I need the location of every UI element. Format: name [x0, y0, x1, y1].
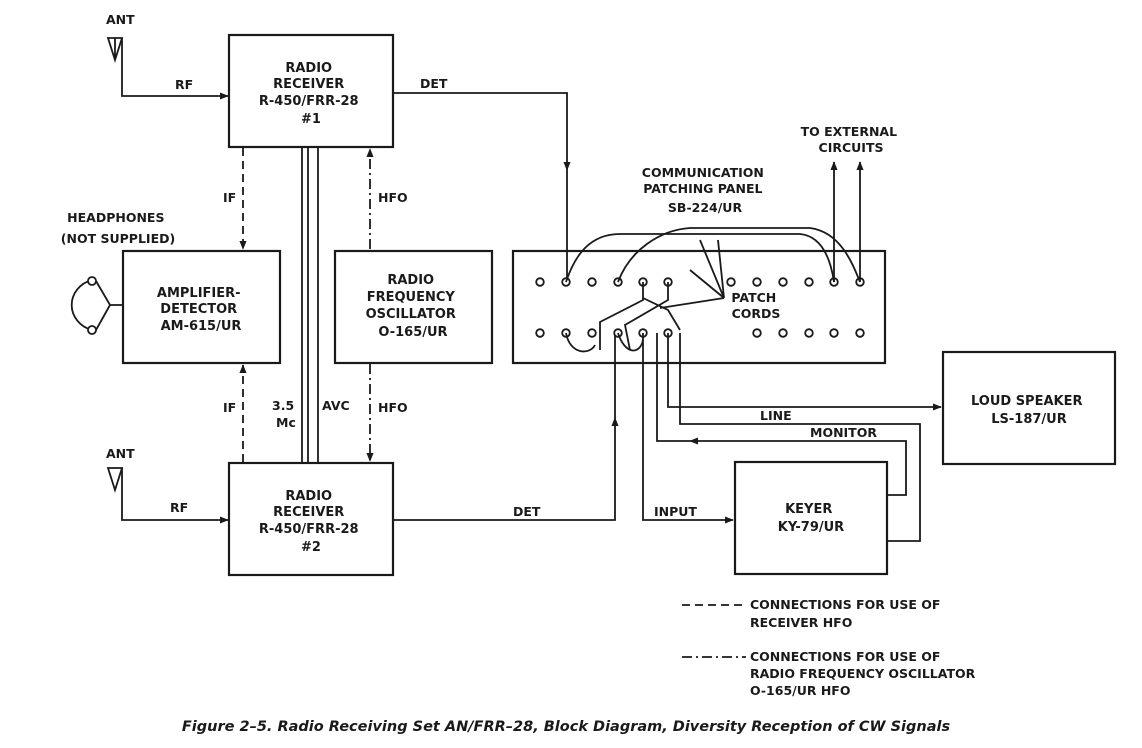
patch-jacks-bottom-row	[535, 328, 865, 338]
receiver-1-label: RADIO RECEIVER R-450/FRR-28 #1	[259, 61, 363, 127]
patch-jack[interactable]	[778, 328, 788, 338]
patching-panel-label: COMMUNICATION PATCHING PANEL SB-224/UR	[642, 165, 768, 215]
monitor-wire-rise	[656, 333, 690, 442]
avc-label: AVC	[322, 398, 350, 413]
oscillator-label: RADIO FREQUENCY OSCILLATOR O-165/UR	[366, 273, 461, 340]
keyer-loop-wire	[679, 333, 921, 542]
patch-jack[interactable]	[778, 277, 788, 287]
patch-jack[interactable]	[535, 328, 545, 338]
patch-jack[interactable]	[855, 328, 865, 338]
input-label: INPUT	[654, 504, 697, 519]
patch-jack[interactable]	[804, 277, 814, 287]
patch-jack[interactable]	[535, 277, 545, 287]
keyer-label: KEYER KY-79/UR	[778, 502, 844, 535]
figure-caption: Figure 2–5. Radio Receiving Set AN/FRR–2…	[182, 719, 951, 735]
receiver-1-block	[227, 33, 395, 149]
amplifier-detector-label: AMPLIFIER- DETECTOR AM-615/UR	[157, 286, 245, 334]
amplifier-detector-block	[121, 249, 282, 365]
patch-cords-pointer	[659, 239, 725, 309]
if-top-label: IF	[223, 190, 236, 205]
det-top-wire	[393, 92, 571, 171]
patch-jack[interactable]	[587, 328, 597, 338]
hfo-top-label: HFO	[378, 190, 408, 205]
oscillator-block	[333, 249, 494, 365]
loud-speaker-label: LOUD SPEAKER LS-187/UR	[971, 394, 1087, 427]
mc-unit-label: Mc	[276, 415, 296, 430]
headphones-label: HEADPHONES (NOT SUPPLIED)	[61, 210, 175, 246]
rf-bottom-label: RF	[170, 500, 188, 515]
legend-dashed-text: CONNECTIONS FOR USE OF RECEIVER HFO	[750, 597, 945, 630]
det-top-label: DET	[420, 76, 448, 91]
patch-cords-drawing	[565, 227, 861, 353]
patch-jack[interactable]	[752, 328, 762, 338]
input-wire	[642, 333, 734, 524]
rf-top-wire	[121, 60, 229, 100]
ant-bottom-label: ANT	[106, 446, 135, 461]
ant-top-label: ANT	[106, 12, 135, 27]
patch-jack[interactable]	[726, 277, 736, 287]
monitor-wire	[689, 437, 907, 496]
legend-dashdot-text: CONNECTIONS FOR USE OF RADIO FREQUENCY O…	[750, 649, 980, 698]
det-bottom-wire	[393, 417, 619, 521]
keyer-block	[733, 460, 889, 576]
patch-jack[interactable]	[587, 277, 597, 287]
external-circuits-label: TO EXTERNAL CIRCUITS	[801, 124, 902, 155]
det-bottom-label: DET	[513, 504, 541, 519]
headphones-icon	[70, 276, 123, 335]
patch-jack[interactable]	[804, 328, 814, 338]
if-bottom-label: IF	[223, 400, 236, 415]
patch-jack[interactable]	[752, 277, 762, 287]
hfo-bottom-label: HFO	[378, 400, 408, 415]
receiver-2-block	[227, 461, 395, 577]
antenna-bottom-icon	[106, 467, 124, 493]
loud-speaker-block	[941, 350, 1117, 466]
mc-value-label: 3.5	[272, 398, 294, 413]
antenna-top-icon	[106, 37, 124, 63]
receiver-2-label: RADIO RECEIVER R-450/FRR-28 #2	[259, 489, 363, 555]
patching-panel-block	[511, 249, 887, 365]
rf-bottom-wire	[121, 490, 229, 524]
line-wire	[667, 333, 942, 411]
monitor-label: MONITOR	[810, 425, 877, 440]
rf-top-label: RF	[175, 77, 193, 92]
patch-cords-label: PATCH CORDS	[731, 290, 780, 321]
patch-jack[interactable]	[829, 328, 839, 338]
line-label: LINE	[760, 408, 792, 423]
